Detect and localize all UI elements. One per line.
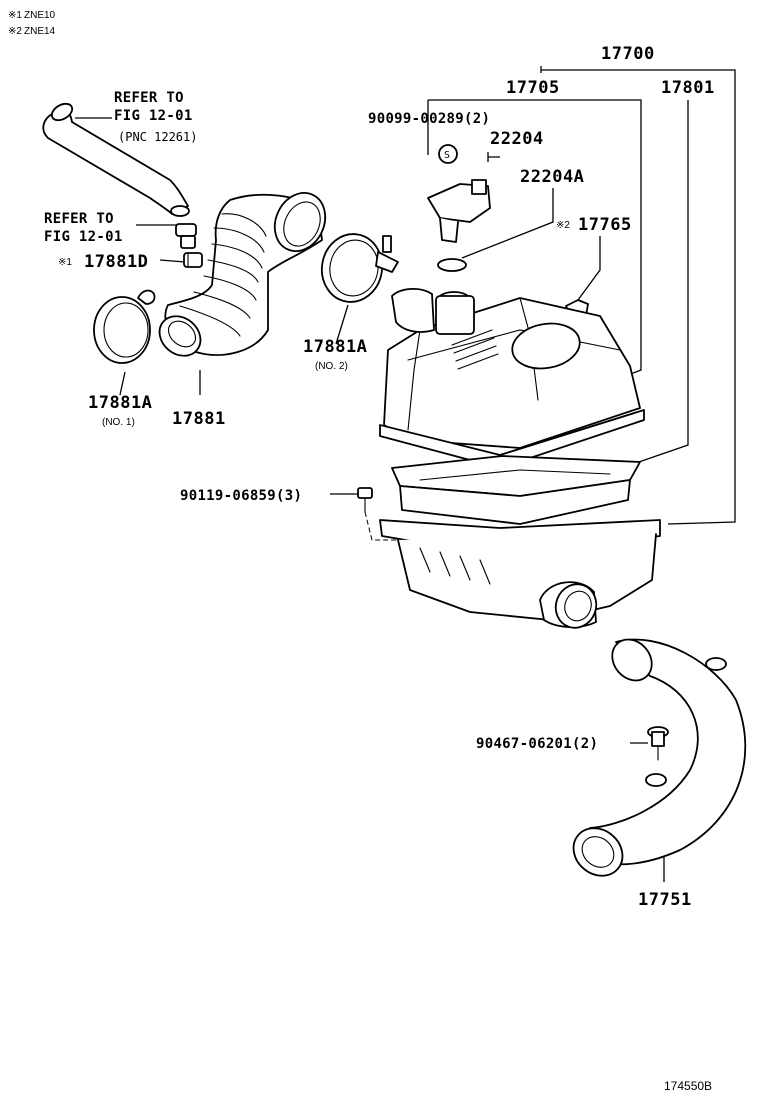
- label-17881d: 17881D: [84, 252, 148, 272]
- refer-1-line3: (PNC 12261): [118, 130, 197, 144]
- air-cleaner-case: [379, 519, 661, 629]
- refer-1-line2: FIG 12-01: [114, 108, 193, 124]
- label-90099-00289: 90099-00289(2): [368, 111, 490, 127]
- label-17700: 17700: [601, 44, 655, 64]
- label-17765: 17765: [578, 215, 632, 235]
- bolt-90467: [647, 726, 669, 761]
- air-cleaner-cap-17705: [379, 288, 645, 469]
- refer-1-line1: REFER TO: [114, 90, 184, 106]
- assembly-bracket-lines: [427, 66, 736, 525]
- model-notes: ※1 ZNE10 ※2 ZNE14: [8, 10, 56, 37]
- note-mark-2: ※2: [8, 26, 22, 37]
- label-no1: (NO. 1): [102, 417, 135, 428]
- refer-2-line1: REFER TO: [44, 211, 114, 227]
- airflow-sensor-22204: S: [427, 144, 491, 272]
- label-22204a: 22204A: [520, 167, 584, 187]
- label-17881a-no1: 17881A: [88, 393, 152, 413]
- breather-hose: [42, 102, 190, 217]
- note-mark-1: ※1: [8, 10, 22, 21]
- fitting-17881d: [175, 223, 203, 268]
- s-mark: S: [444, 150, 450, 161]
- label-mark-2: ※2: [556, 220, 570, 231]
- note-text-2: ZNE14: [24, 26, 56, 37]
- label-17801: 17801: [661, 78, 715, 98]
- label-mark-1: ※1: [58, 257, 72, 268]
- filter-element-17801: [391, 455, 641, 525]
- diagram-code: 174550B: [664, 1079, 712, 1093]
- intake-pipe-17751: [572, 638, 747, 877]
- note-text-1: ZNE10: [24, 10, 56, 21]
- screw-90119: [357, 487, 398, 541]
- label-17705: 17705: [506, 78, 560, 98]
- intake-hose-17881: [158, 192, 327, 357]
- part-labels: 17700 17705 17801 90099-00289(2) 22204 2…: [44, 44, 715, 910]
- label-22204: 22204: [490, 129, 544, 149]
- label-17881: 17881: [172, 409, 226, 429]
- label-17751: 17751: [638, 890, 692, 910]
- label-90467-06201: 90467-06201(2): [476, 736, 598, 752]
- label-90119-06859: 90119-06859(3): [180, 488, 302, 504]
- label-17881a-no2: 17881A: [303, 337, 367, 357]
- clamp-17881a-no2: [320, 233, 399, 303]
- clamp-17881a-no1: [93, 289, 156, 364]
- label-no2: (NO. 2): [315, 361, 348, 372]
- refer-2-line2: FIG 12-01: [44, 229, 123, 245]
